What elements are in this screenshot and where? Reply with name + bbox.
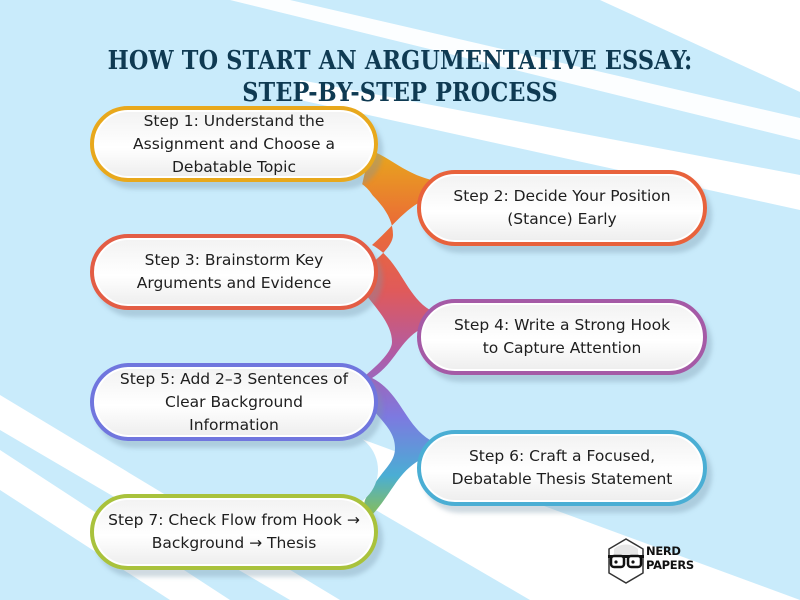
- step-4-text: Step 4: Write a Strong Hook to Capture A…: [453, 316, 671, 357]
- step-6: Step 6: Craft a Focused, Debatable Thesi…: [417, 430, 707, 506]
- nerd-papers-logo: NERD PAPERS: [606, 537, 706, 585]
- step-3: Step 3: Brainstorm Key Arguments and Evi…: [90, 234, 378, 310]
- step-5: Step 5: Add 2–3 Sentences of Clear Backg…: [90, 363, 378, 441]
- step-1: Step 1: Understand the Assignment and Ch…: [90, 106, 378, 182]
- step-1-text: Step 1: Understand the Assignment and Ch…: [133, 111, 335, 176]
- step-7: Step 7: Check Flow from Hook → Backgroun…: [90, 494, 378, 570]
- logo-wordmark: NERD PAPERS: [646, 544, 694, 572]
- step-4: Step 4: Write a Strong Hook to Capture A…: [417, 299, 707, 375]
- title-line-2: STEP-BY-STEP PROCESS: [242, 78, 558, 109]
- nerd-glasses-hexagon-icon: [608, 538, 644, 584]
- step-6-text: Step 6: Craft a Focused, Debatable Thesi…: [451, 447, 673, 488]
- step-2: Step 2: Decide Your Position (Stance) Ea…: [417, 170, 707, 246]
- step-2-text: Step 2: Decide Your Position (Stance) Ea…: [453, 187, 671, 228]
- title-line-1: HOW TO START AN ARGUMENTATIVE ESSAY:: [107, 46, 693, 77]
- step-5-text: Step 5: Add 2–3 Sentences of Clear Backg…: [119, 369, 349, 434]
- step-3-text: Step 3: Brainstorm Key Arguments and Evi…: [136, 251, 332, 292]
- page-title: HOW TO START AN ARGUMENTATIVE ESSAY: STE…: [56, 45, 744, 109]
- step-7-text: Step 7: Check Flow from Hook → Backgroun…: [108, 511, 360, 552]
